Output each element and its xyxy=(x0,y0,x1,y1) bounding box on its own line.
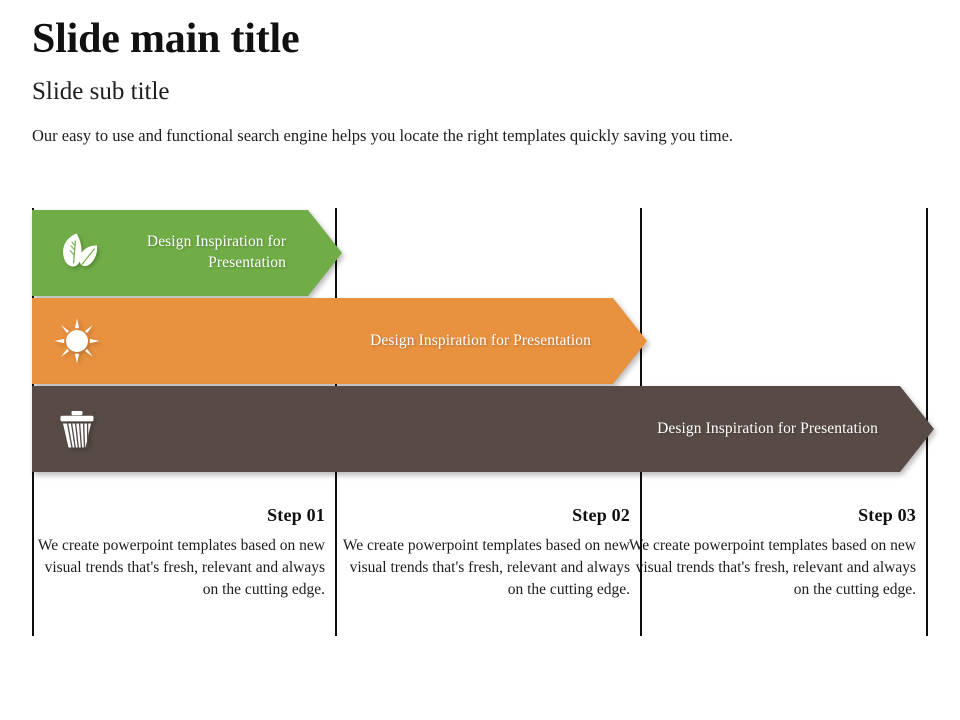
process-bar-1-label: Design Inspiration for Presentation xyxy=(146,233,286,271)
page-subtitle: Slide sub title xyxy=(32,78,170,105)
process-bar-3-label: Design Inspiration for Presentation xyxy=(657,419,878,437)
sun-icon xyxy=(44,308,110,374)
step-column-3: Step 03 We create powerpoint templates b… xyxy=(626,505,916,601)
process-bar-1[interactable]: Design Inspiration for Presentation xyxy=(32,210,342,296)
page-title: Slide main title xyxy=(32,16,300,62)
arrow-shape-2 xyxy=(32,298,647,384)
step-body: We create powerpoint templates based on … xyxy=(628,537,916,598)
step-title: Step 02 xyxy=(572,505,630,525)
step-title: Step 03 xyxy=(858,505,916,525)
step-title: Step 01 xyxy=(267,505,325,525)
step-body: We create powerpoint templates based on … xyxy=(342,537,630,598)
step-column-2: Step 02 We create powerpoint templates b… xyxy=(340,505,630,601)
trash-icon xyxy=(44,396,110,462)
process-bar-2-label: Design Inspiration for Presentation xyxy=(370,331,591,349)
page-description: Our easy to use and functional search en… xyxy=(32,126,734,145)
process-bar-3[interactable]: Design Inspiration for Presentation xyxy=(32,386,934,472)
leaf-icon xyxy=(44,220,110,286)
process-bar-2[interactable]: Design Inspiration for Presentation xyxy=(32,298,647,384)
step-body: We create powerpoint templates based on … xyxy=(37,537,325,598)
arrow-shape-3 xyxy=(32,386,934,472)
step-column-1: Step 01 We create powerpoint templates b… xyxy=(35,505,325,601)
